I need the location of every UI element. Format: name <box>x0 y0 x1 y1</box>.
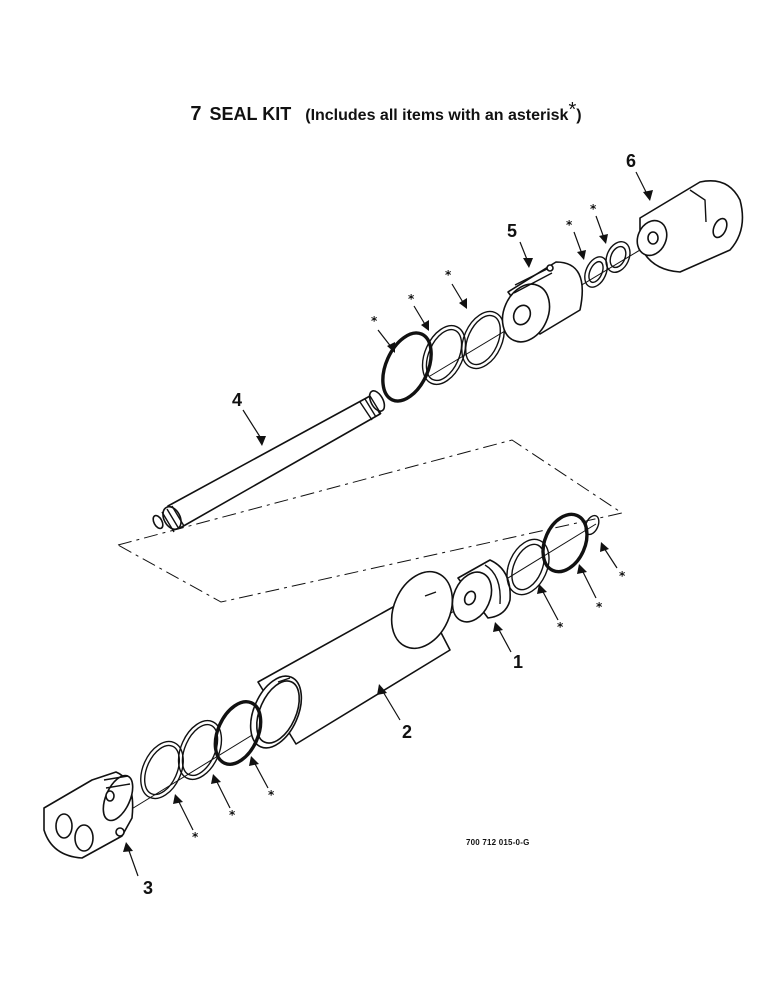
diagram-title: 7 SEAL KIT (Includes all items with an ast… <box>0 99 772 126</box>
title-note: (Includes all items with an asterisk <box>305 107 569 124</box>
seal-asterisk: * <box>408 292 415 306</box>
seal-asterisk: * <box>268 788 275 802</box>
callout-part-3: 3 <box>143 878 154 898</box>
callout-part-5: 5 <box>507 221 518 241</box>
alignment-outline <box>116 439 624 603</box>
upper-snap-ring <box>461 310 505 370</box>
lower-snap-ring <box>140 740 184 800</box>
seal-asterisk: * <box>192 830 199 844</box>
rod-seal <box>605 241 631 273</box>
leader-arrows <box>123 171 653 877</box>
seal-asterisk: * <box>619 569 626 583</box>
callout-part-1: 1 <box>513 652 524 672</box>
rod-clevis <box>636 180 744 273</box>
upper-o-ring <box>381 331 433 403</box>
drawing-code: 700 712 015-0-G <box>466 838 530 847</box>
seal-asterisk: * <box>371 314 378 328</box>
upper-backup-ring <box>421 324 467 386</box>
lower-backup-ring <box>177 719 223 781</box>
title-asterisk: * <box>568 99 577 121</box>
seal-asterisk: * <box>590 202 597 216</box>
base-clevis <box>43 771 134 859</box>
piston-rod <box>152 390 386 533</box>
piston-inner-o-ring <box>584 514 600 536</box>
seal-asterisk: * <box>596 600 603 614</box>
title-seal-kit: SEAL KIT <box>209 104 292 124</box>
piston-backup-ring <box>506 538 550 596</box>
callout-part-4: 4 <box>232 390 243 410</box>
seal-asterisk: * <box>445 268 452 282</box>
title-close-paren: ) <box>576 107 582 124</box>
seal-asterisk: * <box>566 218 573 232</box>
piston-o-ring <box>541 512 589 574</box>
callout-part-2: 2 <box>402 722 413 742</box>
seal-asterisk: * <box>557 620 564 634</box>
rod-gland <box>501 261 584 343</box>
cylinder-barrel <box>249 570 454 749</box>
lower-o-ring <box>213 700 263 766</box>
seal-asterisk: * <box>229 808 236 822</box>
piston <box>451 559 511 623</box>
wiper-ring <box>584 256 608 288</box>
callout-part-6: 6 <box>626 151 637 171</box>
title-item-number: 7 <box>190 103 202 125</box>
